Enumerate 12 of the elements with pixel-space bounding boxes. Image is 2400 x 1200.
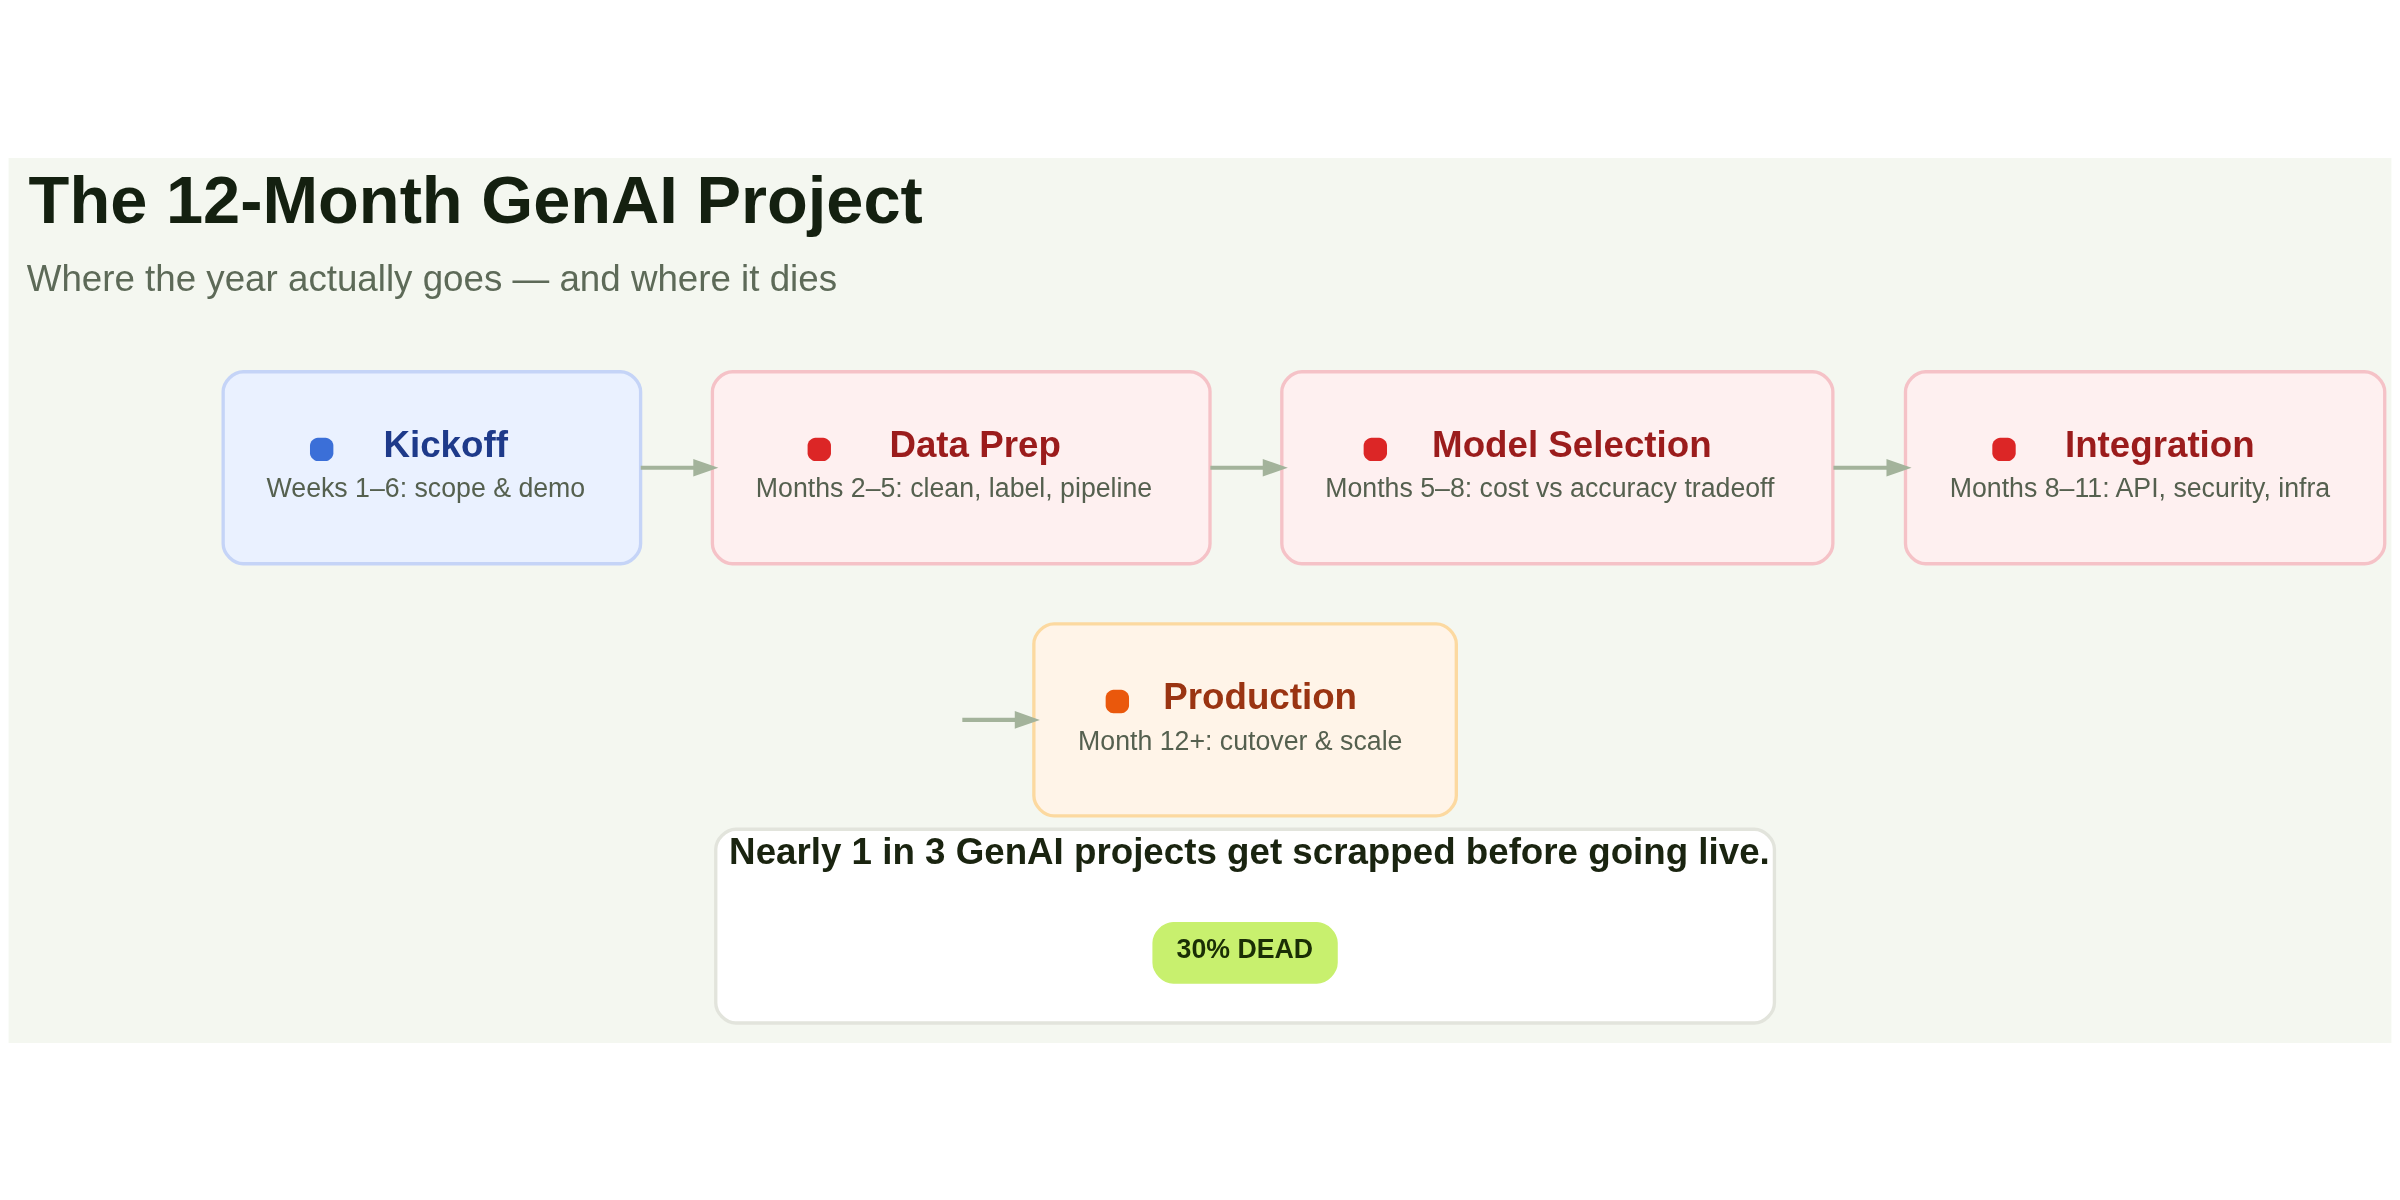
node-box: Data Prep Months 2–5: clean, label, pipeline bbox=[710, 369, 1212, 565]
node-box: Kickoff Weeks 1–6: scope & demo bbox=[221, 369, 643, 565]
node-box: Integration Months 8–11: API, security, infra bbox=[1903, 369, 2387, 565]
node-box: Model Selection Months 5–8: cost vs accuracy tradeoff bbox=[1280, 369, 1835, 565]
arrow bbox=[640, 458, 719, 477]
arrow bbox=[962, 710, 1040, 729]
arrow bbox=[1210, 458, 1288, 477]
arrow bbox=[1833, 458, 1912, 477]
node-box: Production Month 12+: cutover & scale bbox=[1032, 621, 1458, 818]
label: Where the year actually goes — and where it dies bbox=[26, 257, 838, 299]
diagram-title: The 12-Month GenAI Project bbox=[28, 162, 923, 237]
node-box: 30% DEAD bbox=[1152, 921, 1338, 984]
